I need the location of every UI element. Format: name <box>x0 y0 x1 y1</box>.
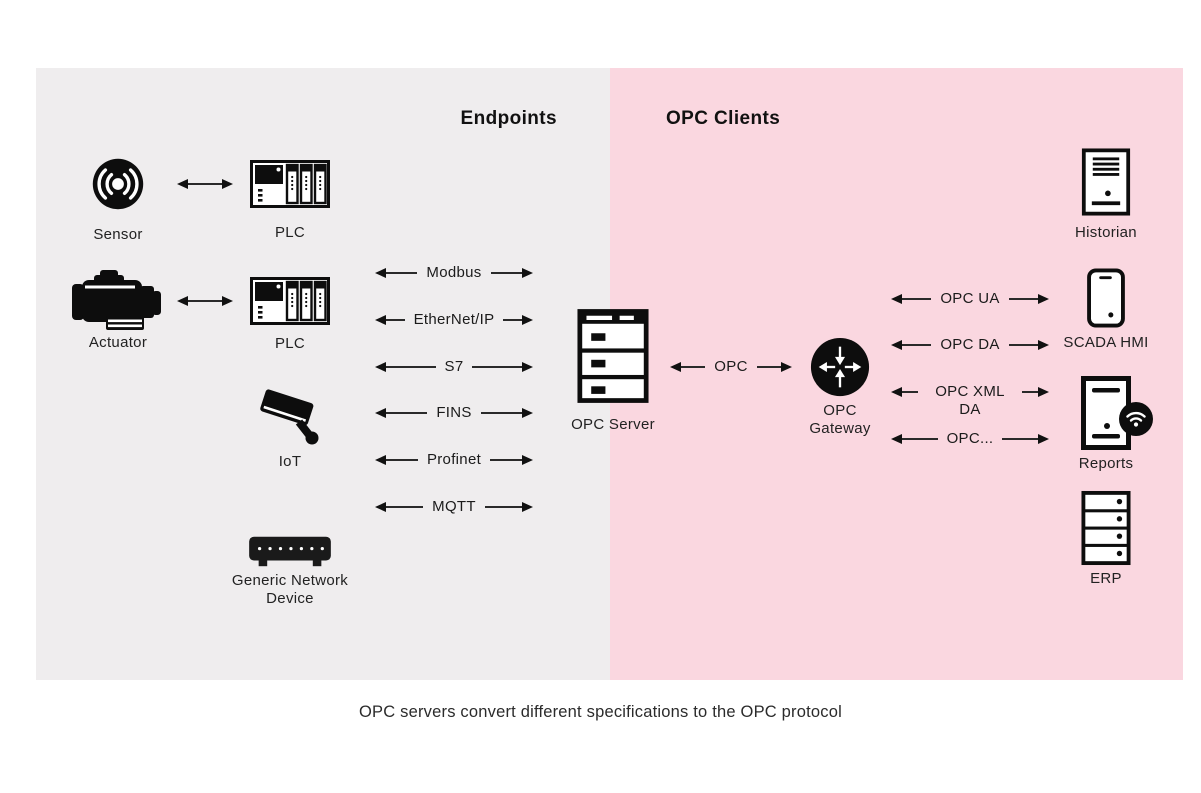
protocol-row-mqtt: MQTT <box>375 498 534 516</box>
opc-gateway-icon <box>809 336 871 398</box>
actuator-label: Actuator <box>88 334 148 351</box>
protocol-label: OPC DA <box>940 336 1000 353</box>
actuator-icon <box>70 270 166 330</box>
arrow-left <box>375 362 436 372</box>
opc-link-label: OPC <box>714 358 748 375</box>
arrow-left <box>670 362 706 372</box>
network-switch-icon <box>246 532 334 570</box>
opc-link-row: OPC <box>670 358 792 376</box>
protocol-row-profinet: Profinet <box>375 451 534 469</box>
arrow-left <box>891 387 918 397</box>
protocol-row-modbus: Modbus <box>375 264 534 282</box>
wifi-badge-icon <box>1118 401 1154 437</box>
erp-rack-icon <box>1081 490 1131 566</box>
erp-label: ERP <box>1090 570 1122 587</box>
iot-label: IoT <box>278 453 302 470</box>
arrow-right <box>503 315 533 325</box>
protocol-row-ethernet-ip: EtherNet/IP <box>375 311 533 329</box>
protocol-row-opc-da: OPC DA <box>891 336 1049 354</box>
opc-gateway-label: OPC Gateway <box>809 402 871 437</box>
arrow-left <box>375 502 424 512</box>
actuator-plc-arrow <box>177 295 233 307</box>
protocol-label: OPC UA <box>940 290 1000 307</box>
arrow-left <box>375 408 428 418</box>
arrow-right-head <box>222 296 233 306</box>
arrow-line <box>188 300 222 302</box>
iot-camera-icon <box>257 386 323 448</box>
arrow-left <box>891 434 938 444</box>
opc-server-icon <box>577 308 649 404</box>
iot-device: IoT <box>256 386 324 471</box>
arrow-right <box>1008 294 1049 304</box>
arrow-right <box>484 502 534 512</box>
arrow-left-head <box>177 296 188 306</box>
arrow-line <box>188 183 222 185</box>
protocol-label: OPC... <box>946 430 994 447</box>
protocol-label: Profinet <box>426 451 482 468</box>
reports-icon <box>1081 376 1153 450</box>
historian-label: Historian <box>1075 224 1137 241</box>
opc-gateway-device: OPC Gateway <box>800 336 880 438</box>
arrow-right-head <box>222 179 233 189</box>
arrow-right <box>490 268 534 278</box>
plc-icon <box>250 160 330 208</box>
arrow-right <box>480 408 533 418</box>
generic-network-device: Generic Network Device <box>220 532 360 608</box>
scada-hmi-device: SCADA HMI <box>1047 268 1165 352</box>
opc-clients-title: OPC Clients <box>666 108 781 129</box>
arrow-left <box>375 268 418 278</box>
protocol-label: EtherNet/IP <box>413 311 495 328</box>
protocol-row-opc-xml-da: OPC XML DA <box>891 383 1049 419</box>
generic-network-device-label: Generic Network Device <box>231 572 349 607</box>
arrow-left <box>891 294 932 304</box>
historian-device: Historian <box>1056 148 1156 242</box>
plc-bottom-device: PLC <box>248 277 332 353</box>
sensor-device: Sensor <box>76 156 160 244</box>
plc-bottom-label: PLC <box>274 335 306 352</box>
phone-icon <box>1086 268 1126 328</box>
arrow-left <box>375 315 405 325</box>
plc-top-label: PLC <box>274 224 306 241</box>
protocol-row-opc-ua: OPC UA <box>891 290 1049 308</box>
protocol-row-s7: S7 <box>375 358 534 376</box>
arrow-right <box>472 362 534 372</box>
plc-top-device: PLC <box>248 160 332 242</box>
historian-server-icon <box>1081 148 1131 216</box>
erp-device: ERP <box>1056 490 1156 588</box>
opc-server-device: OPC Server <box>558 308 668 434</box>
arrow-right <box>756 362 792 372</box>
sensor-icon <box>90 156 146 212</box>
plc-icon <box>250 277 330 325</box>
arrow-right <box>490 455 534 465</box>
arrow-left <box>891 340 932 350</box>
protocol-row-fins: FINS <box>375 404 533 422</box>
protocol-label: FINS <box>436 404 472 421</box>
protocol-label: OPC XML DA <box>935 383 1005 418</box>
reports-label: Reports <box>1078 455 1134 472</box>
protocol-row-opc-other: OPC... <box>891 430 1049 448</box>
diagram-caption: OPC servers convert different specificat… <box>359 703 842 721</box>
arrow-left <box>375 455 418 465</box>
arrow-right <box>1008 340 1049 350</box>
endpoints-title: Endpoints <box>460 108 557 129</box>
actuator-device: Actuator <box>68 270 168 352</box>
scada-hmi-label: SCADA HMI <box>1063 334 1149 351</box>
arrow-left-head <box>177 179 188 189</box>
opc-server-label: OPC Server <box>571 416 655 433</box>
sensor-label: Sensor <box>93 226 143 243</box>
protocol-label: S7 <box>444 358 464 375</box>
arrow-right <box>1022 387 1049 397</box>
reports-device: Reports <box>1056 376 1156 473</box>
arrow-right <box>1002 434 1049 444</box>
protocol-label: MQTT <box>432 498 476 515</box>
protocol-label: Modbus <box>426 264 482 281</box>
sensor-plc-arrow <box>177 178 233 190</box>
